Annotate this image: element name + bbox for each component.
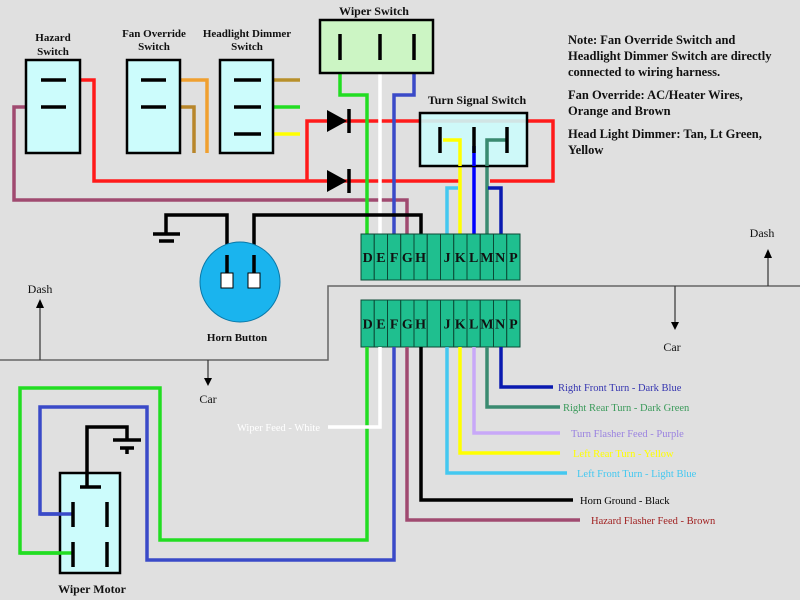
fan-brown-wire	[175, 105, 196, 153]
left-rear-turn-label: Left Rear Turn - Yellow	[573, 449, 674, 460]
hazard-flasher-feed-label: Hazard Flasher Feed - Brown	[591, 516, 716, 527]
wiper-switch[interactable]	[318, 18, 435, 75]
connector-pin-label: P	[509, 251, 518, 266]
connector-pin-label: J	[444, 251, 451, 266]
connector-pin-label: K	[455, 251, 466, 266]
turn-flasher-wire	[472, 347, 560, 435]
wiper-feed-white-wire	[328, 347, 382, 429]
turn-red-loop-wire	[305, 119, 555, 183]
connector-pin-label: H	[415, 251, 426, 266]
hazard-purple-wire	[12, 105, 409, 234]
connector-pin-label: E	[376, 251, 385, 266]
connector-pin-label: M	[480, 318, 493, 333]
turn-signal-switch[interactable]	[418, 111, 529, 168]
connector-pin-label: F	[390, 318, 399, 333]
right-rear-turn-wire	[485, 347, 560, 409]
connector-pin-label: G	[402, 318, 413, 333]
dash-label-left: Dash	[28, 282, 53, 296]
hazard-flasher-wire	[405, 347, 580, 522]
connector-pin	[506, 233, 521, 281]
hazard-switch[interactable]	[24, 58, 82, 155]
connector-pin-label: H	[415, 318, 426, 333]
left-front-turn-wire	[445, 347, 567, 475]
connector-pin-label: G	[402, 251, 413, 266]
diode-icon-upper	[327, 109, 351, 133]
wiper-feed-label: Wiper Feed - White	[237, 423, 320, 434]
dash-arrow-left	[36, 299, 44, 360]
wiper-motor[interactable]	[20, 471, 122, 575]
notes-text: Note: Fan Override Switch and Headlight …	[568, 33, 775, 157]
connector-pin-label: K	[455, 318, 466, 333]
car-arrow-left	[204, 360, 212, 386]
horn-button[interactable]	[199, 241, 281, 323]
turn-flasher-feed-label: Turn Flasher Feed - Purple	[571, 429, 684, 440]
ground-icon	[153, 232, 180, 243]
connector-pin-label: E	[376, 318, 385, 333]
wiper-green-wire	[338, 68, 369, 234]
dash-arrow-right	[764, 249, 772, 286]
turn-darkblue-wire	[488, 186, 503, 234]
connector-pin-label: L	[469, 251, 478, 266]
connector-pin-label: F	[390, 251, 399, 266]
connector-pin-label: N	[495, 318, 505, 333]
horn-ground-wire	[419, 347, 573, 502]
horn-ground-label: Horn Ground - Black	[580, 496, 670, 507]
fan-override-switch[interactable]	[125, 58, 182, 155]
connector-pin-label: L	[469, 318, 478, 333]
connector-pin-label: D	[363, 251, 373, 266]
car-arrow-right	[671, 286, 679, 330]
dash-car-separator	[0, 285, 800, 361]
right-rear-turn-label: Right Rear Turn - Dark Green	[563, 403, 690, 414]
connector-pin-label: M	[480, 251, 493, 266]
right-front-turn-label: Right Front Turn - Dark Blue	[558, 383, 682, 394]
diode-icon-lower	[327, 169, 351, 193]
wiper-motor-ground-wire	[85, 425, 129, 487]
horn-button-label: Horn Button	[207, 332, 267, 344]
hazard-red-wire	[75, 78, 460, 183]
connector-pin-label: N	[495, 251, 505, 266]
connector-pin	[426, 233, 441, 281]
wiper-motor-label: Wiper Motor	[58, 582, 127, 596]
ground-icon-wiper	[113, 438, 141, 454]
connector-pin-label: D	[363, 318, 373, 333]
connector-pin-label: J	[444, 318, 451, 333]
connector-pin	[426, 299, 441, 348]
wiper-blue-wire	[392, 68, 416, 234]
headlight-dimmer-switch[interactable]	[218, 58, 275, 155]
dash-label-right: Dash	[750, 226, 775, 240]
left-rear-turn-wire	[458, 347, 560, 455]
left-front-turn-label: Left Front Turn - Light Blue	[577, 469, 697, 480]
car-label-left: Car	[199, 392, 216, 406]
turn-lightblue-wire	[445, 186, 458, 234]
right-front-turn-wire	[499, 347, 553, 389]
car-label-right: Car	[663, 340, 680, 354]
connector-pin	[506, 299, 521, 348]
turn-signal-switch-label: Turn Signal Switch	[428, 93, 527, 107]
connector-pin-label: P	[509, 318, 518, 333]
fan-orange-wire	[175, 78, 209, 153]
wiper-switch-label: Wiper Switch	[339, 4, 409, 18]
